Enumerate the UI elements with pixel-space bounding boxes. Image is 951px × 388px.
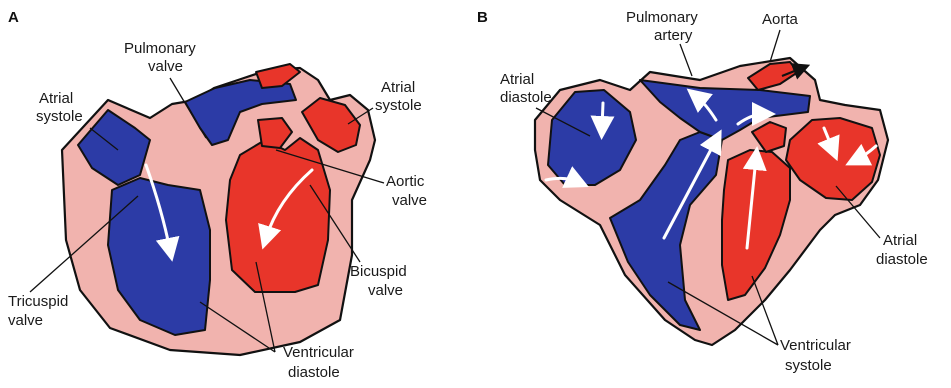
panel-a: A Pulmonary valve Atrial systole Atrial …	[8, 9, 429, 381]
label-pulmonary-artery: Pulmonary artery	[626, 9, 702, 44]
label-atrial-systole-left: Atrial systole	[36, 90, 83, 125]
panel-b-letter: B	[477, 9, 488, 26]
leader-pulmonary-artery	[680, 44, 692, 76]
label-atrial-diastole-left: Atrial diastole	[500, 71, 552, 106]
label-ventricular-diastole: Ventricular diastole	[283, 344, 358, 381]
label-bicuspid-valve: Bicuspid valve	[350, 263, 411, 299]
label-atrial-systole-right: Atrial systole	[375, 79, 422, 114]
flow-arrow-b-ra	[602, 103, 603, 128]
label-atrial-diastole-right: Atrial diastole	[876, 232, 928, 268]
label-pulmonary-valve: Pulmonary valve	[124, 40, 200, 75]
label-aortic-valve: Aortic valve	[386, 173, 429, 209]
label-aorta: Aorta	[762, 11, 799, 28]
label-ventricular-systole: Ventricular systole	[780, 337, 855, 374]
leader-aorta	[770, 30, 780, 62]
label-tricuspid-valve: Tricuspid valve	[8, 293, 72, 329]
panel-a-letter: A	[8, 9, 19, 26]
panel-b: B Pulmonary artery Aorta	[477, 9, 928, 374]
